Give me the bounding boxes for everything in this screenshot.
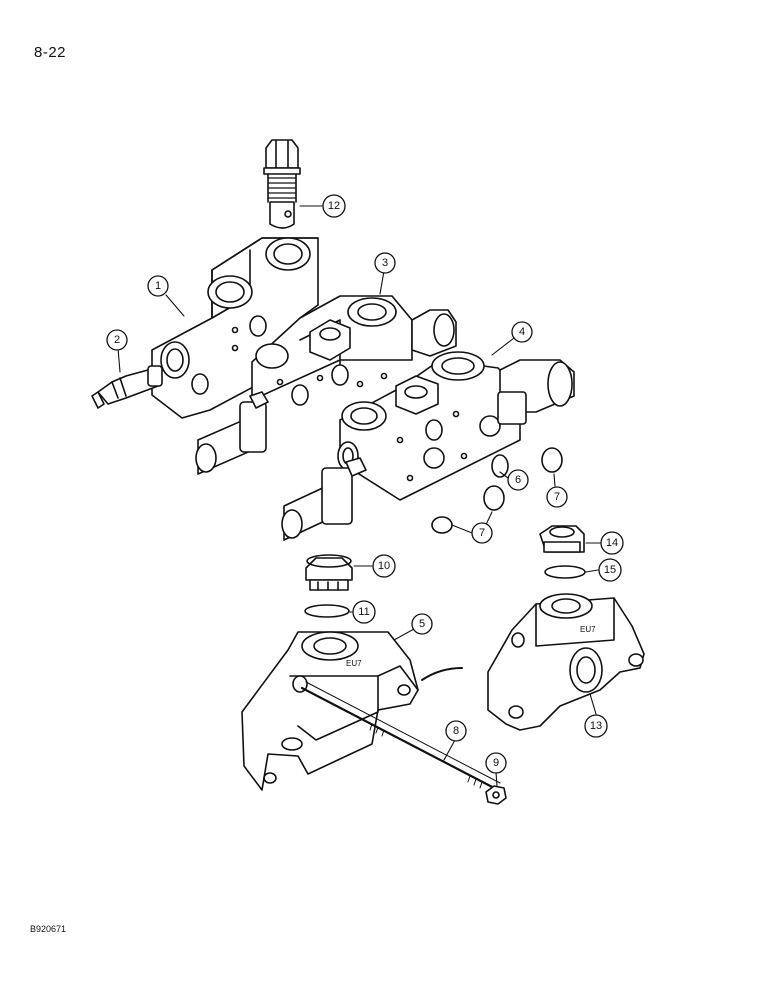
callout-7-upper-label: 7 bbox=[554, 491, 560, 503]
callout-1-label: 1 bbox=[155, 280, 161, 292]
callout-6-label: 6 bbox=[515, 474, 521, 486]
callout-2-label: 2 bbox=[114, 334, 120, 346]
callout-15-label: 15 bbox=[604, 564, 616, 576]
figure-code: B920671 bbox=[30, 924, 67, 934]
end-cap-right: EU7 bbox=[487, 593, 645, 731]
check-valve-fitting bbox=[91, 365, 163, 409]
callout-4-label: 4 bbox=[519, 326, 525, 338]
callout-7-lower-label: 7 bbox=[479, 527, 485, 539]
callout-11-label: 11 bbox=[358, 606, 369, 618]
plug-and-o-ring-right bbox=[539, 525, 586, 579]
callout-10-label: 10 bbox=[378, 560, 390, 572]
tie-rod bbox=[300, 667, 501, 792]
work-section-1 bbox=[195, 295, 457, 475]
callout-12-label: 12 bbox=[328, 200, 340, 212]
callout-14-label: 14 bbox=[606, 537, 618, 549]
callout-12: 12 bbox=[322, 194, 346, 218]
work-section-2 bbox=[281, 351, 575, 541]
plug-and-o-ring-left bbox=[304, 554, 353, 618]
casting-mark-left: EU7 bbox=[346, 659, 362, 668]
callout-14: 14 bbox=[600, 531, 624, 555]
casting-mark-right: EU7 bbox=[580, 625, 596, 634]
callout-3-label: 3 bbox=[382, 257, 388, 269]
callout-4: 4 bbox=[511, 321, 533, 343]
page-number: 8-22 bbox=[34, 44, 67, 61]
callout-13-label: 13 bbox=[590, 720, 602, 732]
callout-11: 11 bbox=[352, 600, 376, 624]
callout-10: 10 bbox=[372, 554, 396, 578]
callout-5-label: 5 bbox=[419, 618, 425, 630]
callout-6: 6 bbox=[507, 469, 529, 491]
callout-9: 9 bbox=[485, 752, 507, 774]
callout-8-label: 8 bbox=[453, 725, 459, 737]
callout-3: 3 bbox=[374, 252, 396, 274]
callout-1: 1 bbox=[147, 275, 169, 297]
callout-7-lower: 7 bbox=[471, 522, 493, 544]
callout-7-upper: 7 bbox=[546, 486, 568, 508]
callout-2: 2 bbox=[106, 329, 128, 351]
callout-9-label: 9 bbox=[493, 757, 499, 769]
hex-nut bbox=[485, 785, 507, 805]
relief-valve-cartridge bbox=[263, 139, 301, 229]
callout-8: 8 bbox=[445, 720, 467, 742]
callout-15: 15 bbox=[598, 558, 622, 582]
leader-lines bbox=[117, 205, 601, 787]
end-cap-left: EU7 bbox=[241, 631, 419, 791]
callout-5: 5 bbox=[411, 613, 433, 635]
callout-13: 13 bbox=[584, 714, 608, 738]
